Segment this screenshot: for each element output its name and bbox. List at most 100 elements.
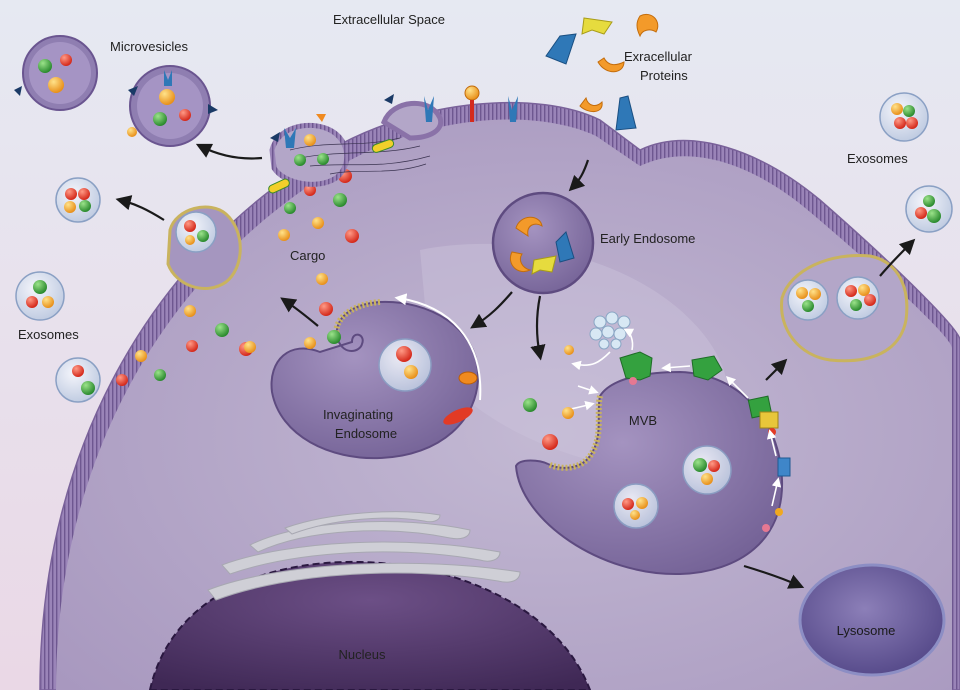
cargo-red-sphere <box>708 460 720 472</box>
left-pocket-exosome <box>175 211 217 253</box>
extracellular-protein-orange-3 <box>579 96 603 112</box>
cargo-orange-sphere <box>809 288 821 300</box>
mvb-ilv-2 <box>613 483 659 529</box>
escrt-complex-4 <box>759 411 779 429</box>
white-arrow-into-mvb <box>577 385 599 395</box>
surface-ligand <box>127 127 137 137</box>
cargo-green-sphere <box>154 369 166 381</box>
cargo-orange-sphere <box>244 341 256 353</box>
cargo-green-sphere <box>927 209 941 223</box>
white-arrow-escrt-chain-2 <box>725 375 749 399</box>
extracellular-proteins: Exracellular Proteins <box>545 14 693 131</box>
cargo-red-sphere <box>186 340 198 352</box>
cargo-green-sphere <box>850 299 862 311</box>
cargo-orange-sphere <box>891 103 903 115</box>
exosome-left-2 <box>15 271 65 321</box>
cargo-orange-sphere <box>796 287 808 299</box>
process-arrows <box>115 143 916 589</box>
cargo-orange-sphere <box>304 337 316 349</box>
cargo-green-sphere <box>327 330 341 344</box>
cargo-red-sphere <box>864 294 876 306</box>
exosome-right-2 <box>905 185 953 233</box>
cargo-orange-sphere <box>185 235 195 245</box>
cargo-orange-sphere <box>42 296 54 308</box>
cargo-orange-sphere <box>304 134 316 146</box>
cargo-green-sphere <box>802 300 814 312</box>
arrow-mvb-to-fusion <box>765 358 788 381</box>
left-membrane-pockets <box>55 205 242 403</box>
cargo-red-sphere <box>396 346 412 362</box>
white-arrow-escrt-to-vps4 <box>623 328 635 351</box>
membrane-protein-red <box>443 407 473 425</box>
cargo-red-sphere <box>542 434 558 450</box>
escrt-bead-4 <box>768 428 776 436</box>
triangle-marker-1 <box>270 132 280 142</box>
blue-receptor-1 <box>424 96 434 122</box>
cargo-red-sphere <box>915 207 927 219</box>
invaginating-endosome-label-1: Invaginating <box>323 407 393 422</box>
white-arrow-escrt-chain-4 <box>771 477 782 507</box>
triangle-marker <box>128 86 138 96</box>
exracellular-proteins-label-2: Proteins <box>640 68 688 83</box>
membrane-rod-2 <box>371 139 395 153</box>
microvesicle-2-inner <box>137 73 203 139</box>
escrt-bead-2 <box>762 524 770 532</box>
mvb-ilv-1 <box>682 445 732 495</box>
cargo-red-sphere <box>906 117 918 129</box>
cargo-red-sphere <box>65 188 77 200</box>
white-arrow-vps4-to-escrt <box>571 351 611 371</box>
arrow-protein-to-early-endosome <box>568 159 590 192</box>
cargo-red-sphere <box>304 184 316 196</box>
cargo-orange-sphere <box>64 201 76 213</box>
escrt-complex-2 <box>691 355 723 381</box>
extracellular-protein-orange-2 <box>597 57 625 73</box>
cargo-green-sphere <box>317 153 329 165</box>
extracellular-vesicles <box>14 35 953 321</box>
cargo-orange-sphere <box>135 350 147 362</box>
orange-anchor <box>316 114 326 122</box>
extracellular-protein-blue-2 <box>615 95 637 131</box>
blue-receptor-2 <box>508 96 518 122</box>
arrow-mvb-to-lysosome <box>743 564 805 589</box>
cargo-green-sphere <box>33 280 47 294</box>
cargo-orange-sphere <box>630 510 640 520</box>
extracellular-protein-orange-1 <box>636 14 659 38</box>
membrane-protein-orange <box>458 371 478 385</box>
early-endosome: Early Endosome <box>491 191 695 295</box>
cargo-green-sphere <box>523 398 537 412</box>
arrow-pocket-to-exosome <box>115 195 165 221</box>
lysosome-body <box>798 563 946 677</box>
cargo-green-sphere <box>153 112 167 126</box>
extracellular-space-label: Extracellular Space <box>333 12 445 27</box>
cargo-label: Cargo <box>290 248 325 263</box>
cargo-green-sphere <box>38 59 52 73</box>
arrow-early-endosome-to-mvb <box>530 295 546 361</box>
cargo-orange-sphere <box>562 407 574 419</box>
cargo-green-sphere <box>197 230 209 242</box>
arrow-invaginating-to-cargo <box>280 297 319 327</box>
invaginating-endosome-label-2: Endosome <box>335 426 397 441</box>
cargo-green-sphere <box>215 323 229 337</box>
cargo-red-sphere <box>894 117 906 129</box>
invaginating-endosome: Invaginating Endosome <box>270 293 482 460</box>
white-arrow-escrt-chain-1 <box>661 362 691 373</box>
cargo-orange-sphere <box>184 305 196 317</box>
exosome-left-1 <box>55 177 101 223</box>
cargo-orange-sphere <box>278 229 290 241</box>
cargo-orange-sphere <box>48 77 64 93</box>
cargo-orange-sphere <box>636 497 648 509</box>
early-endosome-orange-protein-2 <box>510 251 532 272</box>
early-endosome-blue-protein <box>555 231 575 263</box>
cargo-red-sphere <box>622 498 634 510</box>
early-endosome-orange-protein <box>515 216 543 238</box>
arrow-budding-to-microvesicle <box>195 143 263 160</box>
cargo-green-sphere <box>693 458 707 472</box>
left-membrane-exosome <box>55 357 101 403</box>
membrane-budding-region <box>268 85 518 194</box>
escrt-bead-3 <box>775 508 783 516</box>
escrt-bead-1 <box>629 377 637 385</box>
triangle-marker <box>208 104 218 114</box>
cargo-orange-sphere <box>858 284 870 296</box>
